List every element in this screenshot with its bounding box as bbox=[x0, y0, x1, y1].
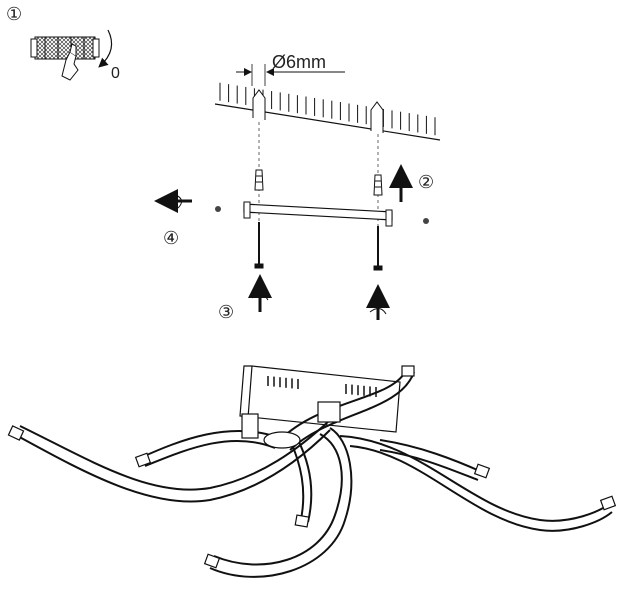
rotate-icon-left bbox=[251, 294, 269, 301]
hand-switch-icon bbox=[61, 43, 79, 81]
rotate-icon-step4 bbox=[175, 194, 182, 209]
ceiling bbox=[214, 76, 441, 141]
drill-hole-left bbox=[252, 89, 266, 120]
fuse-box-icon bbox=[30, 36, 100, 60]
screw-right bbox=[373, 226, 383, 271]
lamp-hub bbox=[241, 401, 341, 449]
step-3-number: ③ bbox=[218, 302, 234, 322]
wall-plug-right bbox=[373, 174, 383, 196]
mounting-bracket bbox=[243, 201, 393, 227]
drill-diameter-dimension bbox=[236, 64, 345, 86]
step-1-number: ① bbox=[6, 4, 22, 24]
lamp-arm-end-caps bbox=[7, 365, 617, 569]
lamp-arms bbox=[13, 371, 613, 578]
power-off-label: 0 bbox=[111, 65, 120, 82]
rotate-icon-right bbox=[369, 308, 387, 315]
drill-hole-right bbox=[370, 101, 384, 133]
side-screw-left bbox=[215, 206, 221, 212]
screw-left bbox=[254, 222, 264, 269]
step-2-number: ② bbox=[418, 172, 434, 192]
step-4-number: ④ bbox=[163, 228, 179, 248]
side-screw-right bbox=[423, 218, 429, 224]
drill-diameter-label: Ø6mm bbox=[272, 52, 326, 72]
rotate-off-arrow-icon bbox=[98, 29, 113, 68]
wall-plug-left bbox=[254, 169, 264, 191]
